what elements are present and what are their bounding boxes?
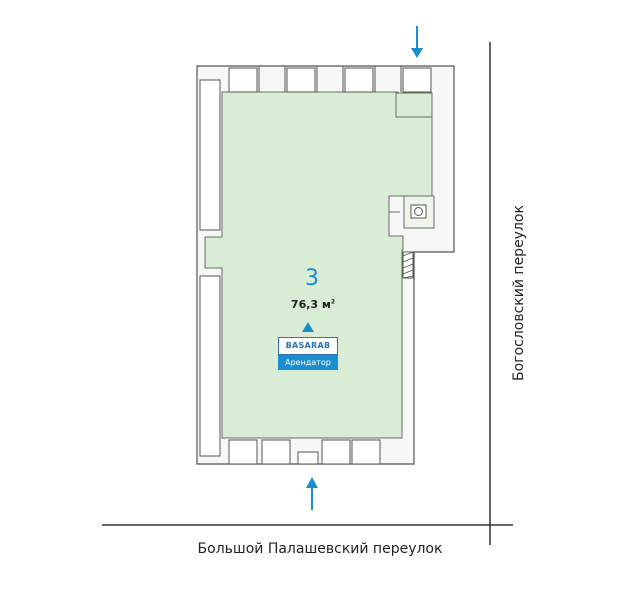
tenant-label: Арендатор [278,355,338,370]
tenant-badge: BASARAB Арендатор [278,337,338,371]
up-triangle-icon [302,322,314,332]
street-name-bottom: Большой Палашевский переулок [197,541,443,557]
entrance-arrow-icon [306,477,318,510]
shaft-hatch [402,251,414,279]
sink-icon [410,204,427,219]
top-windows [228,66,432,93]
shaft [402,251,414,279]
tenant-logo: BASARAB [278,337,338,355]
unit-area: 76,3 м2 [268,298,358,311]
unit-area-unit-superscript: 2 [330,298,336,306]
street-name-right: Богословский переулок [511,205,527,381]
left-wall-niche [199,79,221,457]
unit-number: 3 [305,266,319,291]
room-area [204,91,433,439]
unit-area-value: 76,3 м [290,298,331,311]
utility-room [395,92,433,118]
entrance-arrow-icon [411,26,423,58]
bottom-windows [228,439,381,465]
